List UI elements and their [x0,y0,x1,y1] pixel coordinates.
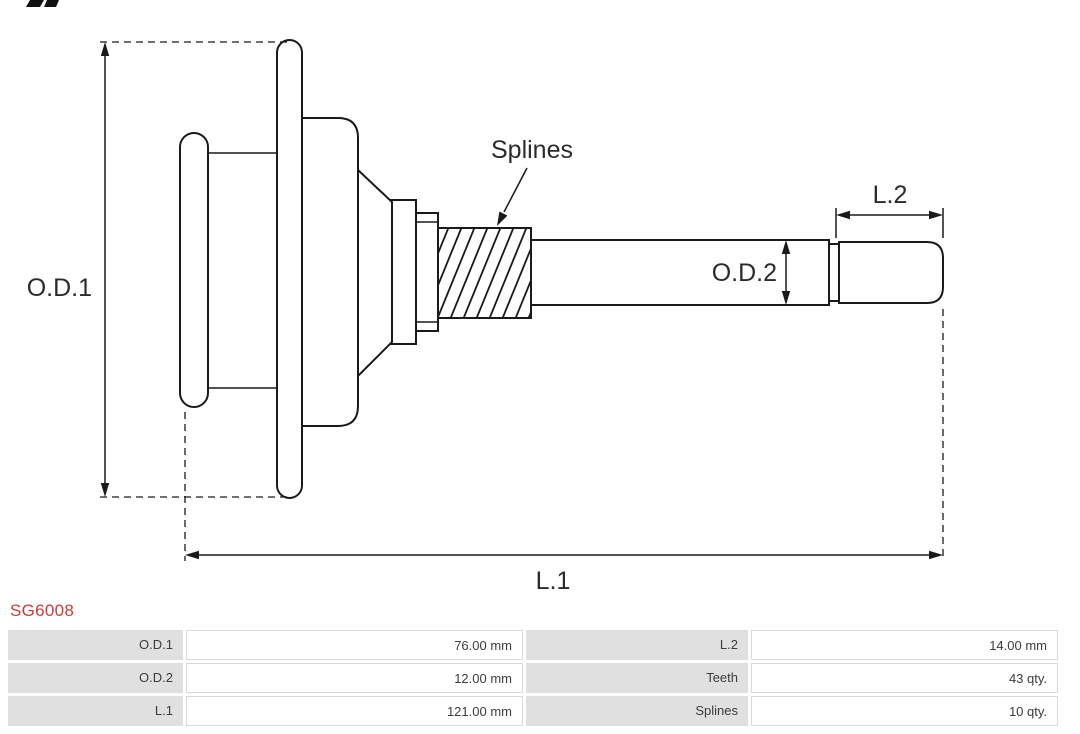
spec-value-cell: 12.00 mm [186,663,523,693]
shaft-end-outline [838,241,944,304]
spec-label-cell: L.1 [8,696,183,726]
spec-label-cell: Splines [526,696,748,726]
l1-label: L.1 [536,567,571,595]
spec-table: O.D.1 76.00 mm L.2 14.00 mm O.D.2 12.00 … [8,630,1058,726]
dimension-l1: L.1 [184,309,944,595]
part-number: SG6008 [10,601,75,620]
shaft-outline [530,239,830,306]
spec-label-cell: Teeth [526,663,748,693]
od2-arrow-down [781,291,791,305]
brand-watermark-icon [26,0,59,7]
shaft-groove [828,243,840,302]
collar-outline [415,212,439,332]
spec-label-cell: O.D.2 [8,663,183,693]
splines-label: Splines [491,136,573,164]
l2-arrow-left [836,210,850,220]
l1-arrow-right [929,550,943,560]
spec-value-cell: 14.00 mm [751,630,1058,660]
drive-gear-outline [179,39,944,499]
dimension-od1: O.D.1 [27,41,289,498]
spec-value-cell: 76.00 mm [186,630,523,660]
l2-arrow-right [929,210,943,220]
l1-arrow-left [185,550,199,560]
spec-label-cell: O.D.1 [8,630,183,660]
spec-value-cell: 10 qty. [751,696,1058,726]
spec-label-cell: L.2 [526,630,748,660]
od1-arrow-down [100,483,110,497]
dimension-l2: L.2 [835,181,944,238]
od2-label: O.D.2 [712,259,777,287]
pulley-disc-outline [276,39,303,499]
splines-arrow-line [503,167,528,213]
spec-value-cell: 121.00 mm [186,696,523,726]
hub-outline [179,132,209,408]
spline-hatching [437,228,531,318]
od1-arrow-up [100,42,110,56]
spec-value-cell: 43 qty. [751,663,1058,693]
housing-outline [301,117,359,427]
spline-section [436,227,532,319]
taper-outline [357,167,393,379]
od2-arrow-up [781,240,791,254]
splines-callout: Splines [491,136,573,226]
splines-arrowhead [497,211,508,226]
technical-drawing: O.D.1 O.D.2 L.2 L.1 S [26,0,944,595]
l2-label: L.2 [873,181,908,209]
dimension-od2: O.D.2 [712,240,791,305]
od1-label: O.D.1 [27,274,92,302]
